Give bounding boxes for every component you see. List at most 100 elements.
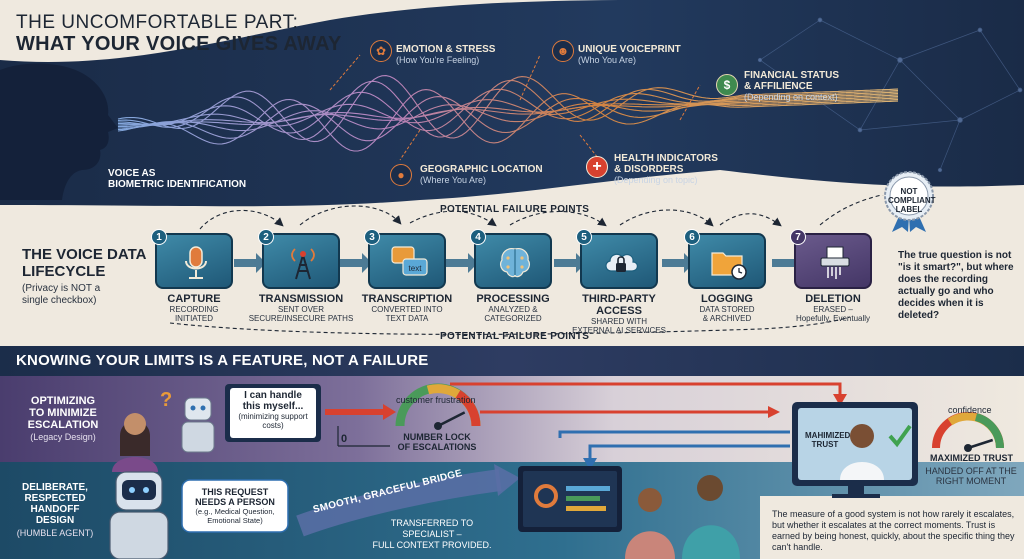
brain-icon: ✿ [370, 40, 392, 62]
radio-tower-icon [291, 248, 315, 280]
deliberate-title-line1: DELIBERATE, [22, 482, 88, 493]
stage-number: 5 [576, 229, 592, 245]
lifecycle-title-line1: THE VOICE DATA [22, 246, 147, 263]
shredder-icon [820, 246, 850, 279]
attribute-title-line2: & AFFILIENCE [744, 81, 813, 92]
page-title-line1: THE UNCOMFORTABLE PART: [16, 12, 299, 33]
attribute-emotion: EMOTION & STRESS (How You're Feeling) [396, 44, 495, 66]
attribute-title-line1: FINANCIAL STATUS [744, 70, 839, 81]
stage-desc-line1: SHARED WITH [591, 317, 647, 326]
confidence-gauge-icon [932, 412, 1004, 452]
stage-desc-line1: ERASED – [813, 305, 853, 314]
support-people-icon [625, 475, 740, 559]
folder-clock-icon [711, 252, 747, 280]
voice-wave-line [118, 97, 899, 132]
stage-label-third-party: THIRD-PARTY ACCESS SHARED WITH EXTERNAL … [564, 293, 674, 335]
money-bag-icon: $ [716, 74, 738, 96]
deliberate-title: DELIBERATE, RESPECTED HANDOFF DESIGN [12, 482, 98, 526]
lifecycle-title-line2: LIFECYCLE [22, 263, 106, 280]
chat-text-label: text [409, 264, 423, 273]
optimizing-title-line3: ESCALATION [27, 419, 99, 431]
maximized-trust-label: MAXIMIZED TRUST [930, 453, 1013, 463]
true-question-text: The true question is not "is it smart?",… [898, 250, 1014, 321]
voice-wave-line [117, 96, 899, 128]
attribute-sub: (How You're Feeling) [396, 55, 480, 65]
transfer-line2: FULL CONTEXT PROVIDED. [372, 540, 492, 550]
deliberate-title-line3: HANDOFF [30, 504, 80, 515]
medical-cross-icon: + [586, 156, 608, 178]
voice-wave-line [118, 88, 899, 134]
stage-transmission: 2 [258, 229, 340, 289]
stage-title: THIRD-PARTY ACCESS [582, 293, 656, 317]
stage-transcription: 3 text [364, 229, 446, 289]
handed-off-label: HANDED OFF AT THE RIGHT MOMENT [925, 466, 1017, 486]
robot-humble-icon [109, 471, 169, 559]
optimizing-subtitle: (Legacy Design) [30, 432, 96, 442]
stage-label-transcription: TRANSCRIPTION CONVERTED INTO TEXT DATA [352, 293, 462, 323]
voice-wave-line [117, 79, 899, 141]
stage-label-processing: PROCESSING ANALYZED & CATEGORIZED [458, 293, 568, 323]
doctor-icon [840, 424, 884, 480]
attribute-financial: FINANCIAL STATUS & AFFILIENCE (Depending… [744, 70, 839, 103]
trust-label-line1: MAHIMIZED [805, 431, 851, 440]
voice-wave-line [117, 96, 899, 142]
limits-title: KNOWING YOUR LIMITS IS A FEATURE, NOT A … [16, 352, 429, 369]
transfer-line1: TRANSFERRED TO SPECIALIST – [390, 518, 474, 539]
handed-line2: RIGHT MOMENT [935, 476, 1007, 486]
optimizing-title-line2: TO MINIMIZE [29, 407, 97, 419]
stage-deletion: 7 [790, 229, 872, 289]
stage-desc-line2: INITIATED [174, 314, 214, 323]
stage-desc-line1: ANALYZED & [488, 305, 538, 314]
attribute-title-line1: HEALTH INDICATORS [614, 153, 718, 164]
stage-desc-line1: CONVERTED INTO [371, 305, 443, 314]
attribute-voiceprint: UNIQUE VOICEPRINT (Who You Are) [578, 44, 681, 66]
stage-desc-line2: EXTERNAL AI SERVICES [572, 326, 666, 335]
optimizing-title-line1: OPTIMIZING [30, 395, 96, 407]
failure-points-top-label: POTENTIAL FAILURE POINTS [440, 204, 590, 215]
svg-text:?: ? [160, 389, 172, 411]
metric-label-line2: OF ESCALATIONS [397, 442, 477, 452]
voice-label-line1: VOICE AS [108, 168, 156, 179]
stage-title: PROCESSING [476, 293, 550, 305]
stage-label-logging: LOGGING DATA STORED & ARCHIVED [672, 293, 782, 323]
attribute-sub: (Depending on context) [744, 92, 838, 102]
confidence-title: confidence [948, 405, 992, 415]
legacy-bubble-line2: this myself... [242, 401, 304, 412]
stage-desc-line1: RECORDING [169, 305, 219, 314]
location-pin-icon: ● [390, 164, 412, 186]
deliberate-title-line4: DESIGN [35, 515, 75, 526]
zero-value: 0 [341, 433, 348, 445]
legacy-bubble: I can handle this myself... (minimizing … [232, 390, 314, 430]
attribute-location: GEOGRAPHIC LOCATION (Where You Are) [420, 164, 543, 186]
voice-background [0, 0, 1024, 220]
voice-section: THE UNCOMFORTABLE PART: WHAT YOUR VOICE … [0, 0, 1024, 220]
voice-wave-line [118, 94, 899, 126]
badge-text: NOT COMPLIANT LABEL [888, 187, 936, 214]
stage-number: 3 [364, 229, 380, 245]
trust-monitor-label: MAHIMIZED TRUST [805, 431, 851, 449]
humble-bubble-sub-line1: (e.g., Medical Question, [195, 507, 275, 516]
stage-title: LOGGING [701, 293, 753, 305]
stage-number: 7 [790, 229, 806, 245]
frustration-title: customer frustration [396, 395, 476, 405]
stage-desc-line1: DATA STORED [699, 305, 755, 314]
voice-wave-line [117, 75, 899, 143]
measure-statement: The measure of a good system is not how … [772, 509, 1015, 552]
handed-line1: HANDED OFF AT THE [925, 466, 1017, 476]
microphone-icon [185, 246, 207, 279]
attribute-sub: (Depending on topic) [614, 175, 698, 185]
stage-third-party: 5 [576, 229, 658, 289]
deliberate-title-line2: RESPECTED [24, 493, 86, 504]
stage-desc-line2: Hopefully, Eventually [795, 314, 871, 323]
stage-processing: 4 [470, 229, 552, 289]
stressed-person-icon: ? [112, 389, 172, 472]
stage-label-capture: CAPTURE RECORDING INITIATED [139, 293, 249, 323]
transfer-label: TRANSFERRED TO SPECIALIST – FULL CONTEXT… [372, 518, 492, 551]
check-icon [888, 424, 912, 448]
metric-label-line1: NUMBER LOCK [403, 432, 471, 442]
stage-number: 2 [258, 229, 274, 245]
attribute-health: HEALTH INDICATORS & DISORDERS (Depending… [614, 153, 718, 186]
humble-bubble-line1: THIS REQUEST [201, 487, 269, 497]
person-icon: ☻ [552, 40, 574, 62]
stage-number: 1 [151, 229, 167, 245]
